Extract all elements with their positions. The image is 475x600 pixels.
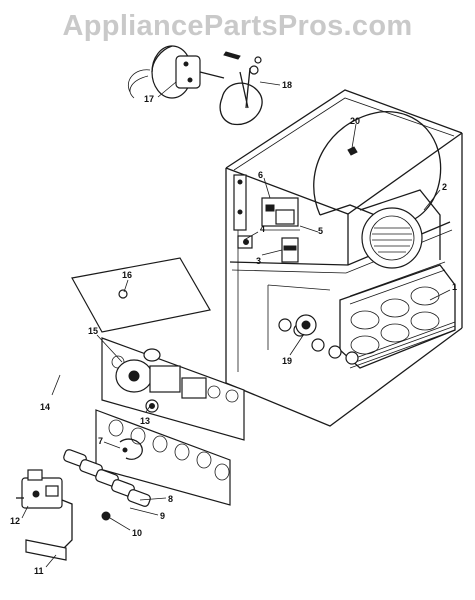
callout-15: 15 <box>88 326 98 336</box>
motor-mount-bracket <box>219 51 263 126</box>
transformer-assembly <box>261 197 300 231</box>
callout-19: 19 <box>282 356 292 366</box>
callout-12: 12 <box>10 516 20 526</box>
orifice <box>101 511 111 521</box>
callout-17: 17 <box>144 94 154 104</box>
access-panel <box>71 257 211 333</box>
furnace-cabinet <box>225 89 463 427</box>
callout-14: 14 <box>40 402 50 412</box>
leader-lines <box>21 81 451 568</box>
gas-valve <box>16 469 63 509</box>
callout-8: 8 <box>168 494 173 504</box>
callout-6: 6 <box>258 170 263 180</box>
callout-1: 1 <box>452 282 457 292</box>
burners <box>63 449 151 507</box>
manifold-plate <box>95 409 231 506</box>
callout-11: 11 <box>34 566 44 576</box>
blower-motor <box>128 45 225 99</box>
callout-5: 5 <box>318 226 323 236</box>
callout-3: 3 <box>256 256 261 266</box>
callout-10: 10 <box>132 528 142 538</box>
callout-2: 2 <box>442 182 447 192</box>
inducer-assembly <box>115 348 207 399</box>
blower-housing <box>313 111 442 269</box>
callout-20: 20 <box>350 116 360 126</box>
screw-20 <box>347 146 358 156</box>
limit-switch <box>145 399 159 413</box>
flame-sensor <box>119 438 143 460</box>
callout-9: 9 <box>160 511 165 521</box>
callout-16: 16 <box>122 270 132 280</box>
callout-13: 13 <box>140 416 150 426</box>
heat-exchanger <box>339 261 456 369</box>
gas-pipe <box>25 499 73 561</box>
cabinet-burner-ports <box>278 318 359 365</box>
control-bracket <box>233 174 253 249</box>
callout-7: 7 <box>98 436 103 446</box>
rollout-switch <box>295 314 317 336</box>
callout-4: 4 <box>260 224 265 234</box>
watermark-text: AppliancePartsPros.com <box>62 10 413 42</box>
capacitor <box>281 237 299 263</box>
callout-18: 18 <box>282 80 292 90</box>
